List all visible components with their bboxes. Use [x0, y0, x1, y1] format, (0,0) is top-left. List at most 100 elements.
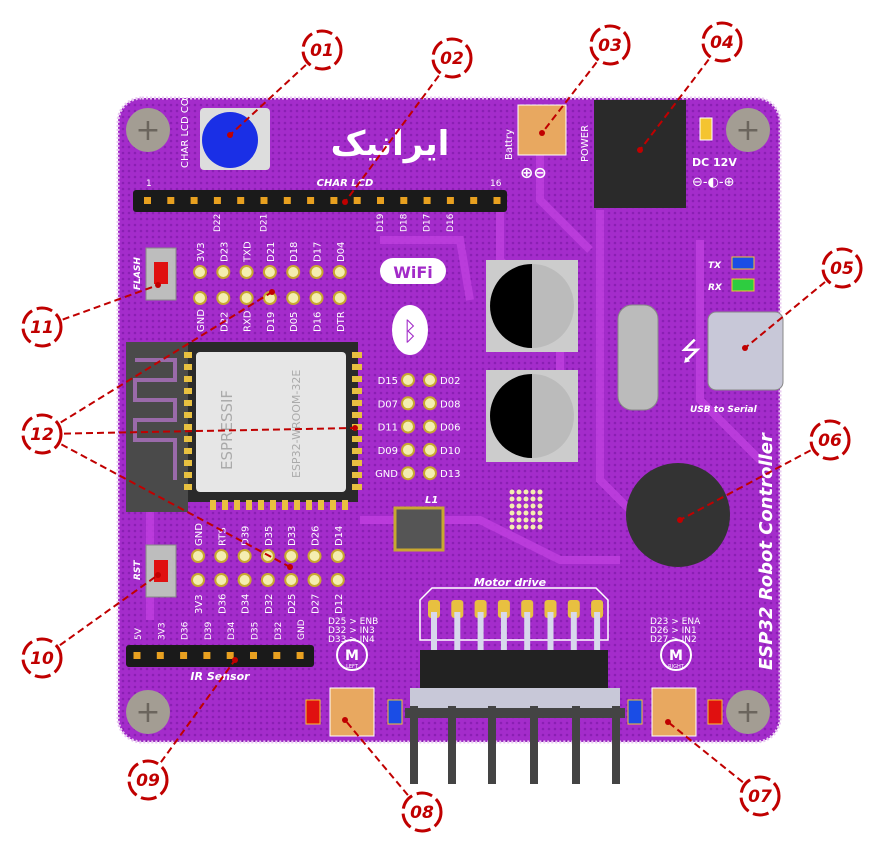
motor-right-symbol: M — [669, 648, 683, 664]
lcd-pin — [400, 197, 408, 204]
lcd-pin — [237, 197, 245, 204]
lcd-pin — [190, 197, 198, 204]
lcd-pin-label: D21 — [260, 214, 270, 232]
motor-right-map: D26 > IN1 — [650, 626, 697, 636]
rx-label: RX — [708, 283, 723, 293]
header-pad — [401, 396, 415, 411]
callout-number: 06 — [818, 431, 842, 451]
pin-label: D36 — [217, 594, 228, 614]
contrast-potentiometer — [200, 108, 270, 170]
pin-label: TXD — [243, 241, 254, 263]
pin-label: D15 — [378, 376, 398, 387]
header-pad — [330, 549, 345, 563]
pin-label: RTS — [217, 527, 228, 546]
heatsink — [405, 706, 625, 784]
ir-pin — [296, 652, 304, 659]
char-lcd-pins — [144, 197, 501, 204]
lcd-pin-label: D17 — [423, 214, 433, 232]
pin-label: D13 — [440, 469, 460, 480]
ir-pin — [133, 652, 141, 659]
pin-label: 3V3 — [194, 594, 205, 614]
header-pad — [286, 291, 301, 305]
pin-label: D17 — [313, 242, 324, 262]
header-pad — [284, 573, 299, 587]
pin-label: D06 — [440, 423, 460, 434]
flash-button[interactable] — [145, 247, 177, 301]
header-pad — [423, 466, 437, 481]
via-grid — [509, 489, 543, 530]
ir-pin — [180, 652, 188, 659]
callout-11: 11 — [21, 282, 161, 348]
board-title: ESP32 Robot Controller — [756, 432, 777, 670]
callout-07: 07 — [665, 719, 781, 817]
power-jack — [594, 100, 686, 208]
pin-label: D23 — [219, 242, 230, 262]
power-label: POWER — [580, 125, 591, 162]
motor-right-map: D27 > IN2 — [650, 635, 697, 645]
callout-number: 04 — [710, 33, 734, 53]
motor-left-connector — [329, 687, 375, 737]
pin-label: D18 — [289, 242, 300, 262]
lcd-pin-label: D16 — [446, 213, 456, 232]
pin-label: D07 — [378, 399, 398, 410]
svg-text:+: + — [135, 113, 160, 148]
header-pad — [193, 291, 207, 305]
ir-pin-label: D39 — [204, 621, 214, 640]
header-pad — [239, 291, 254, 305]
ir-sensor-header — [126, 645, 314, 667]
pin-label: D02 — [440, 376, 460, 387]
motor-right-block: M RIGHT — [627, 639, 723, 737]
callout-number: 09 — [136, 771, 160, 791]
callout-01: 01 — [227, 29, 343, 138]
header-pad — [214, 573, 229, 587]
motor-drive-label: Motor drive — [474, 576, 547, 589]
battery-label: Battry — [504, 129, 515, 160]
callout-number: 12 — [30, 425, 54, 445]
reset-button[interactable] — [145, 544, 177, 598]
header-pad — [423, 373, 437, 387]
pin-label: D35 — [264, 526, 275, 546]
pcb-board — [116, 96, 782, 744]
flash-label: FLASH — [133, 257, 143, 290]
pin-label: GND — [196, 309, 207, 332]
led — [305, 699, 321, 725]
ir-pin — [203, 652, 211, 659]
module-brand: ESPRESSIF — [218, 390, 236, 470]
ir-pin — [156, 652, 164, 659]
callout-number: 10 — [30, 649, 54, 669]
pin-label: 3V3 — [196, 242, 207, 262]
ir-pin — [250, 652, 257, 659]
led — [627, 699, 643, 725]
pin-label: D26 — [311, 526, 322, 546]
polarity-icon: ⊕⊖ — [520, 163, 547, 182]
header-pad — [260, 573, 275, 587]
svg-text:+: + — [735, 113, 760, 148]
rst-label: RST — [133, 560, 143, 580]
header-pad — [214, 549, 229, 563]
pin-label: D09 — [378, 446, 398, 457]
lcd-pin — [446, 197, 454, 204]
lcd-pin — [353, 197, 361, 204]
pin-label: GND — [194, 523, 205, 546]
header-pad — [401, 442, 415, 457]
pin-label: D05 — [289, 312, 300, 332]
lcd-pin — [260, 197, 268, 204]
buzzer — [626, 463, 730, 567]
header-pad — [237, 573, 252, 587]
wifi-label: WiFi — [393, 263, 433, 282]
callout-number: 02 — [440, 49, 464, 69]
pin-label: D14 — [334, 526, 345, 546]
contrast-label: CHAR LCD CONTRAST — [180, 58, 191, 168]
pin-label: D39 — [241, 526, 252, 546]
callout-04: 04 — [637, 21, 743, 153]
char-lcd-header — [133, 190, 507, 212]
usb-icon: ⭍ — [680, 337, 702, 367]
header-pad — [309, 291, 324, 305]
ir-pin-label: D35 — [251, 622, 261, 640]
pin-label: D32 — [264, 594, 275, 614]
ir-pin-label: D34 — [227, 621, 237, 640]
ir-pin-label: 3V3 — [157, 622, 167, 640]
dc-polarity-icon: ⊖-◐-⊕ — [692, 175, 735, 190]
callout-05: 05 — [742, 247, 863, 351]
